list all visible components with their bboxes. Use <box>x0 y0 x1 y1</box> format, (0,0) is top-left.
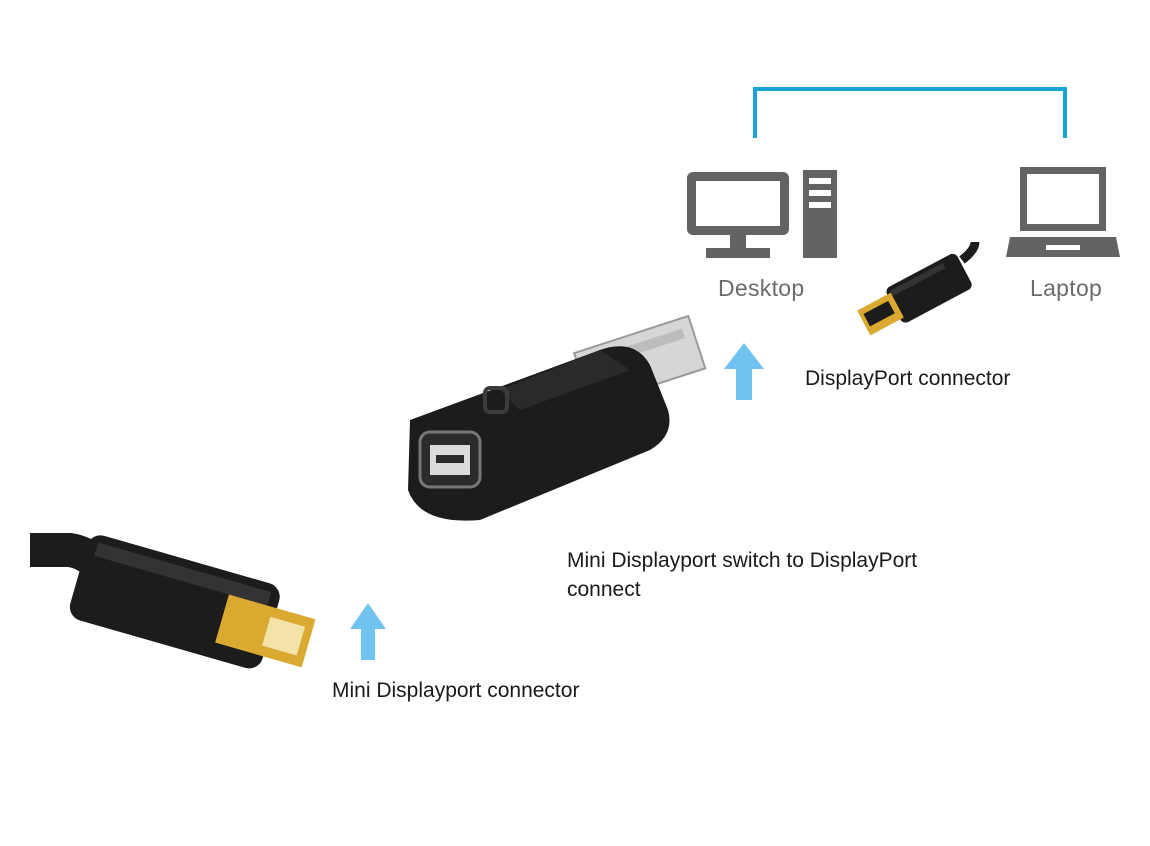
displayport-connector-label: DisplayPort connector <box>805 367 1011 390</box>
desktop-label: Desktop <box>718 275 805 301</box>
mini-displayport-plug-image <box>30 533 316 669</box>
mini-displayport-connector-label: Mini Displayport connector <box>332 679 580 702</box>
adapter-image <box>408 314 707 521</box>
adapter-caption-line1: Mini Displayport switch to DisplayPort <box>567 549 918 572</box>
displayport-plug-image <box>857 241 980 336</box>
up-arrow-icon <box>724 343 764 400</box>
laptop-icon <box>1006 167 1120 257</box>
up-arrow-icon-2 <box>350 603 386 660</box>
desktop-tower-icon <box>803 170 837 258</box>
adapter-caption-line2: connect <box>567 578 641 601</box>
desktop-monitor-icon <box>687 172 789 258</box>
laptop-label: Laptop <box>1030 275 1103 301</box>
